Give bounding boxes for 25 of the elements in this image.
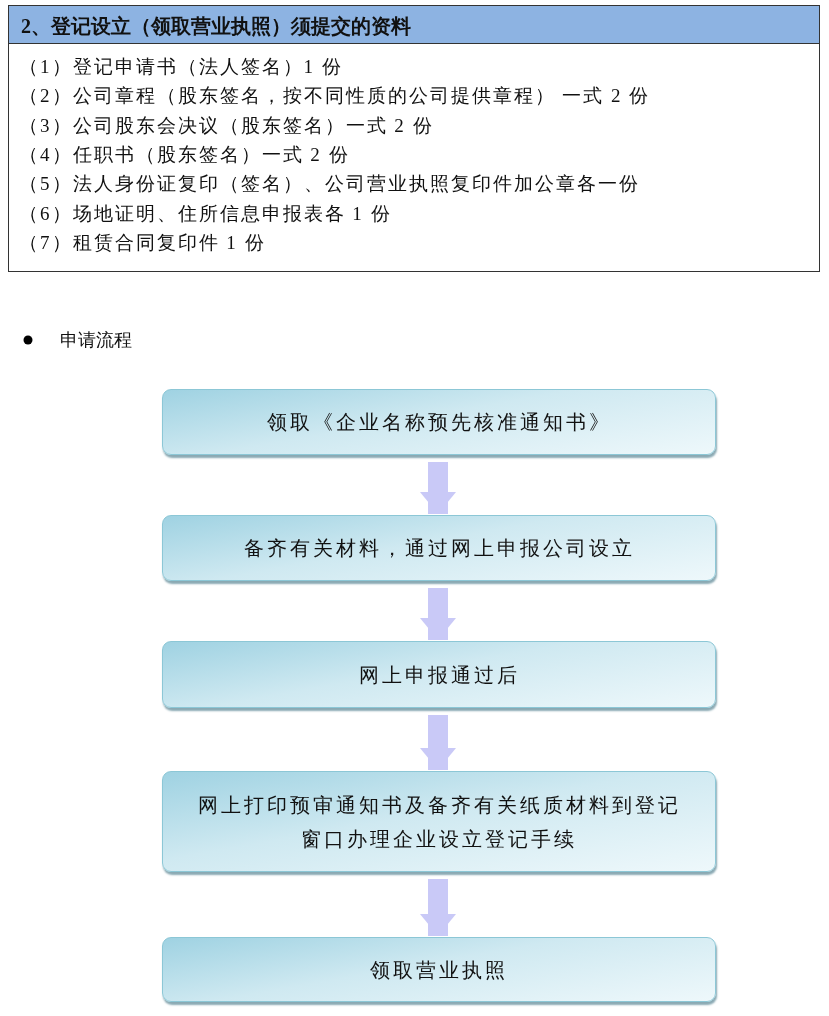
- list-item: （2）公司章程（股东签名，按不同性质的公司提供章程） 一式 2 份: [19, 84, 651, 109]
- block-arrow: [420, 462, 456, 514]
- header-band: [8, 5, 820, 44]
- list-box: [8, 44, 820, 272]
- step-text: 领取营业执照: [369, 957, 509, 983]
- list-item: （1）登记申请书（法人签名）1 份: [19, 55, 343, 79]
- process-box: [162, 937, 716, 1002]
- process-box: [162, 771, 716, 872]
- list-item: （6）场地证明、住所信息申报表各 1 份: [19, 201, 392, 226]
- process-box: [162, 641, 716, 708]
- block-arrow: [420, 588, 456, 640]
- step-text: 网上打印预审通知书及备齐有关纸质材料到登记窗口办理企业设立登记手续: [196, 792, 682, 852]
- block-arrow: [420, 879, 456, 936]
- process-box: [162, 389, 716, 455]
- section-label: 申请流程: [60, 329, 132, 352]
- step-text: 领取《企业名称预先核准通知书》: [265, 410, 613, 435]
- list-item: （5）法人身份证复印（签名）、公司营业执照复印件加公章各一份: [19, 172, 640, 197]
- step-text: 备齐有关材料，通过网上申报公司设立: [242, 536, 636, 561]
- list-item: （4）任职书（股东签名）一式 2 份: [19, 142, 350, 167]
- process-box: [162, 515, 716, 581]
- list-item: （7）租赁合同复印件 1 份: [19, 230, 266, 255]
- heading: 2、登记设立（领取营业执照）须提交的资料: [21, 14, 411, 39]
- block-arrow: [420, 715, 456, 770]
- step-text: 网上申报通过后: [357, 662, 521, 688]
- list-item: （3）公司股东会决议（股东签名）一式 2 份: [19, 113, 434, 138]
